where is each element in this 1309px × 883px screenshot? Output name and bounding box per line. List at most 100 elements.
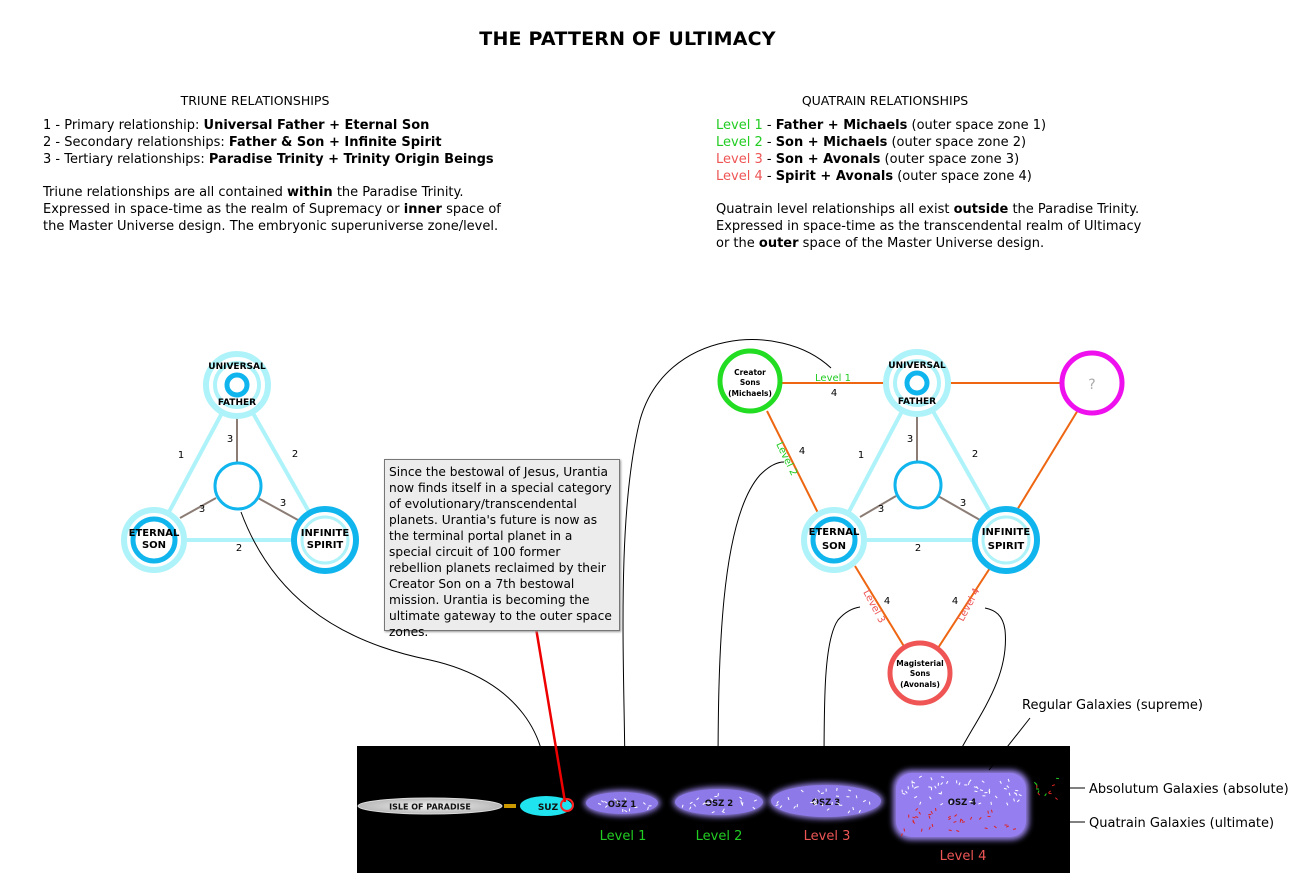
galaxy-dash bbox=[752, 806, 756, 810]
left-edge-label-3b: 3 bbox=[199, 504, 205, 515]
galaxy-dash bbox=[1034, 781, 1037, 785]
connector-curves bbox=[240, 339, 1085, 823]
galaxy-dash bbox=[815, 797, 817, 802]
triune-item-2: 2 - Secondary relationships: Father & So… bbox=[43, 135, 442, 150]
galaxy-dash bbox=[988, 788, 990, 792]
galaxy-dash bbox=[994, 795, 998, 799]
svg-text:Magisterial: Magisterial bbox=[896, 659, 944, 668]
galaxy-dash bbox=[911, 784, 914, 788]
left-father-label-2: FATHER bbox=[218, 398, 256, 408]
quatrain-paragraph: Quatrain level relationships all exist o… bbox=[716, 202, 1142, 251]
galaxy-dash bbox=[914, 795, 918, 799]
galaxy-dash bbox=[776, 800, 779, 804]
level-4-edge-label: Level 4 bbox=[956, 587, 983, 624]
galaxy-dash bbox=[946, 780, 949, 785]
left-trinity-diagram: UNIVERSAL FATHER ETERNAL SON INFINITE SP… bbox=[121, 351, 359, 574]
left-edge-label-1: 1 bbox=[178, 450, 184, 461]
left-infinite-spirit-node: INFINITE SPIRIT bbox=[291, 506, 359, 574]
galaxy-dash bbox=[912, 821, 916, 824]
galaxy-dash bbox=[696, 797, 700, 801]
galaxy-dash bbox=[1006, 785, 1010, 789]
galaxy-dash bbox=[793, 805, 796, 809]
curve-level-2 bbox=[717, 461, 785, 781]
galaxy-dash bbox=[993, 825, 997, 829]
svg-text:OSZ 3: OSZ 3 bbox=[812, 798, 840, 808]
left-son-label-2: SON bbox=[142, 540, 166, 551]
level-2-edge-label: Level 2 bbox=[773, 440, 799, 477]
galaxy-dash bbox=[817, 789, 821, 793]
galaxy-dash bbox=[930, 777, 933, 781]
galaxy-dash bbox=[999, 780, 1002, 784]
osz-4 bbox=[896, 773, 1026, 837]
svg-text:4: 4 bbox=[884, 596, 890, 607]
left-spirit-label-1: INFINITE bbox=[301, 528, 350, 539]
galaxy-dash bbox=[787, 797, 790, 801]
edge-creator-son bbox=[766, 410, 819, 514]
galaxy-dash bbox=[814, 803, 818, 806]
galaxy-dash bbox=[604, 805, 608, 808]
galaxy-dash bbox=[938, 792, 942, 795]
left-universal-father-node: UNIVERSAL FATHER bbox=[203, 351, 271, 419]
triune-item-1: 1 - Primary relationship: Universal Fath… bbox=[43, 118, 430, 133]
svg-text:OSZ 4: OSZ 4 bbox=[948, 798, 976, 808]
galaxy-dash bbox=[1054, 797, 1058, 801]
galaxy-dash bbox=[820, 792, 825, 795]
unknown-node: ? bbox=[1059, 350, 1125, 416]
galaxy-dash bbox=[1051, 784, 1056, 787]
galaxy-dash bbox=[812, 801, 816, 805]
galaxy-dash bbox=[647, 806, 649, 811]
galaxy-dash bbox=[918, 811, 921, 815]
svg-text:4: 4 bbox=[831, 388, 837, 399]
galaxy-dash bbox=[710, 798, 714, 801]
galaxy-dash bbox=[948, 829, 952, 832]
edge-center-spirit bbox=[257, 497, 299, 521]
svg-text:(Avonals): (Avonals) bbox=[900, 680, 940, 689]
galaxy-dash bbox=[702, 802, 706, 805]
page-title: THE PATTERN OF ULTIMACY bbox=[479, 28, 776, 50]
curve-level-1 bbox=[622, 339, 832, 783]
galaxy-dash bbox=[741, 802, 744, 806]
galaxy-dash bbox=[1003, 787, 1007, 790]
magisterial-sons-node: Magisterial Sons (Avonals) bbox=[887, 640, 953, 706]
galaxy-dash bbox=[919, 801, 922, 805]
quatrain-heading: QUATRAIN RELATIONSHIPS bbox=[801, 93, 969, 108]
galaxy-dash bbox=[978, 802, 982, 805]
left-father-label-1: UNIVERSAL bbox=[208, 362, 266, 372]
left-edge-label-2a: 2 bbox=[292, 449, 298, 460]
galaxy-dash bbox=[775, 804, 779, 807]
galaxy-dash bbox=[852, 806, 855, 811]
galaxy-dash bbox=[969, 816, 973, 820]
edge-spirit-magisterial bbox=[937, 567, 991, 649]
edge-center-son bbox=[179, 497, 217, 519]
level-1-edge-label: Level 1 bbox=[815, 373, 851, 384]
svg-text:OSZ 1: OSZ 1 bbox=[608, 800, 636, 810]
left-spirit-label-2: SPIRIT bbox=[307, 540, 344, 551]
quatrain-list: Level 1 - Father + Michaels (outer space… bbox=[716, 117, 1046, 185]
galaxy-dash bbox=[948, 817, 952, 821]
galaxy-dash bbox=[979, 789, 984, 792]
galaxy-dash bbox=[826, 808, 830, 811]
right-quatrain-diagram: Creator Sons (Michaels) ? UNIVERSAL FATH… bbox=[717, 348, 1125, 706]
galaxy-dash bbox=[947, 815, 951, 819]
galaxy-dash bbox=[978, 816, 982, 820]
galaxy-dash bbox=[911, 781, 916, 784]
isle-label: ISLE OF PARADISE bbox=[389, 803, 471, 812]
svg-text:FATHER: FATHER bbox=[898, 397, 936, 407]
galaxy-dash bbox=[929, 796, 932, 800]
svg-text:(Michaels): (Michaels) bbox=[728, 389, 772, 398]
suz-label: SUZ bbox=[538, 803, 559, 813]
galaxy-dash bbox=[931, 823, 934, 828]
galaxy-dash bbox=[1006, 802, 1009, 806]
right-universal-father-node: UNIVERSAL FATHER bbox=[883, 349, 951, 417]
galaxy-dash bbox=[689, 801, 693, 805]
galaxy-dashes bbox=[597, 775, 1059, 837]
galaxy-dash bbox=[903, 828, 906, 832]
svg-text:ETERNAL: ETERNAL bbox=[809, 527, 860, 538]
galaxy-dash bbox=[1007, 778, 1010, 782]
galaxy-dash bbox=[693, 803, 697, 807]
right-infinite-spirit-node: INFINITE SPIRIT bbox=[972, 506, 1040, 574]
galaxy-dash bbox=[1013, 798, 1015, 802]
svg-text:3: 3 bbox=[960, 498, 966, 509]
galaxy-dash bbox=[1012, 828, 1017, 830]
svg-text:Creator: Creator bbox=[734, 368, 766, 377]
